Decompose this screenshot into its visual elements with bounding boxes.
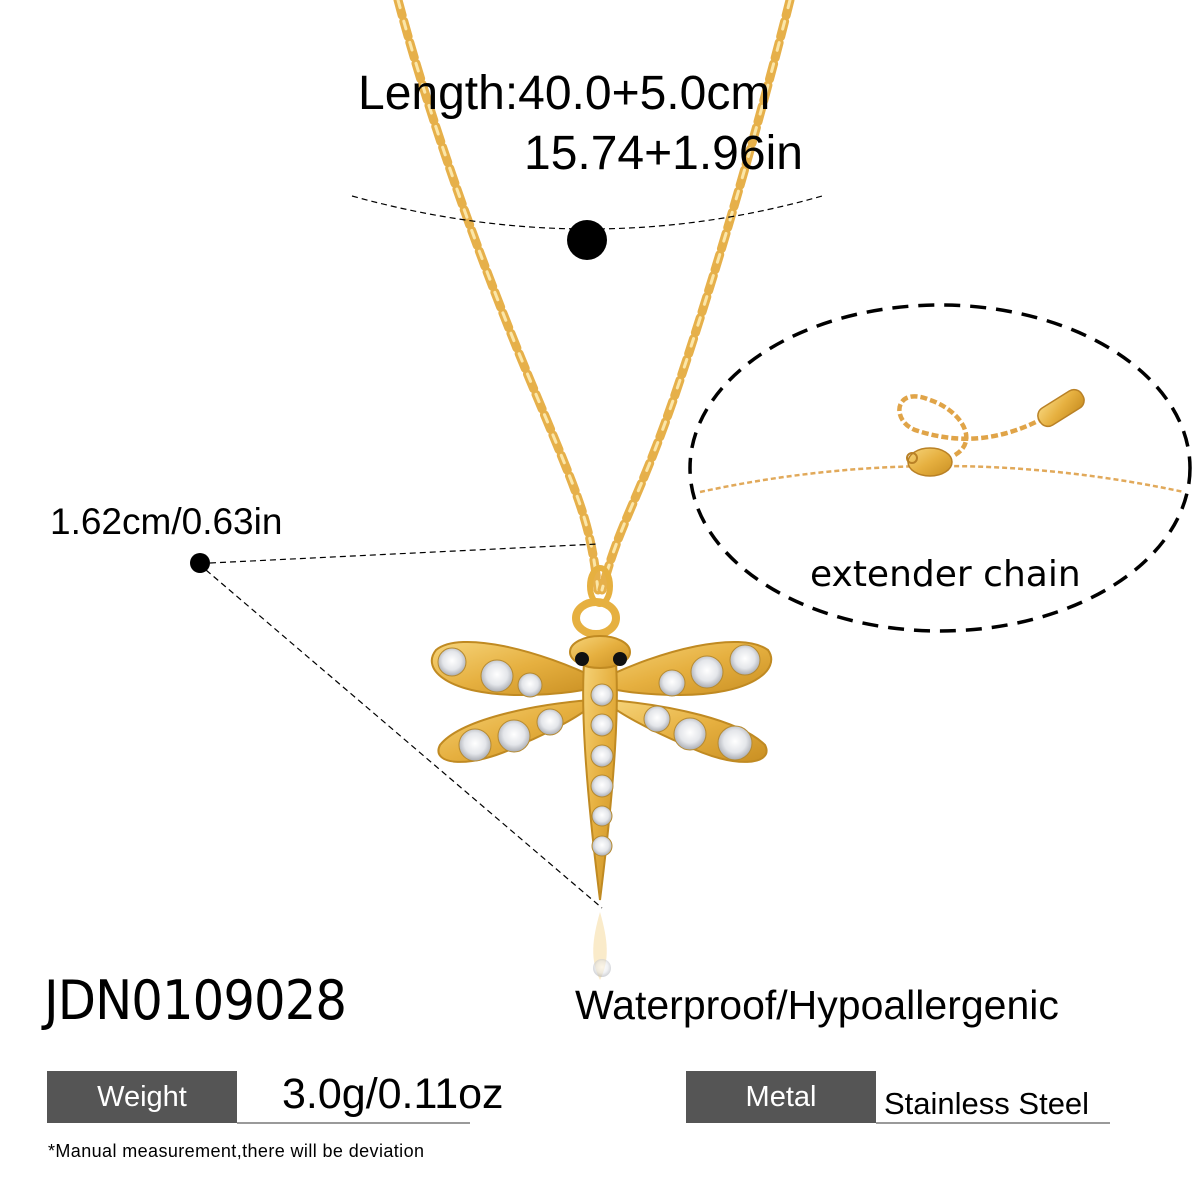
product-sku: JDN0109028 [44,969,347,1032]
measurement-disclaimer: *Manual measurement,there will be deviat… [48,1141,425,1161]
metal-spec-label: Metal [686,1071,876,1123]
necklace-chain [393,0,795,595]
pendant-size-label: 1.62cm/0.63in [50,501,283,542]
length-in-label: 15.74+1.96in [524,127,803,180]
eye-right [613,652,627,666]
extender-chain-label: extender chain [810,554,1081,595]
pendant-size-guide [190,543,603,909]
metal-spec-value: Stainless Steel [884,1086,1090,1121]
dragonfly-pendant [430,565,773,980]
weight-spec-value: 3.0g/0.11oz [282,1070,504,1118]
extender-chain-callout [688,303,1192,633]
weight-spec-underline [237,1122,470,1124]
length-cm-label: Length:40.0+5.0cm [358,67,771,120]
length-guide [351,195,823,260]
pendant-marker-dot [190,553,210,573]
eye-left [575,652,589,666]
metal-spec-underline [876,1122,1110,1124]
weight-spec-label: Weight [47,1071,237,1123]
length-marker-dot [567,220,607,260]
product-features: Waterproof/Hypoallergenic [575,982,1059,1028]
